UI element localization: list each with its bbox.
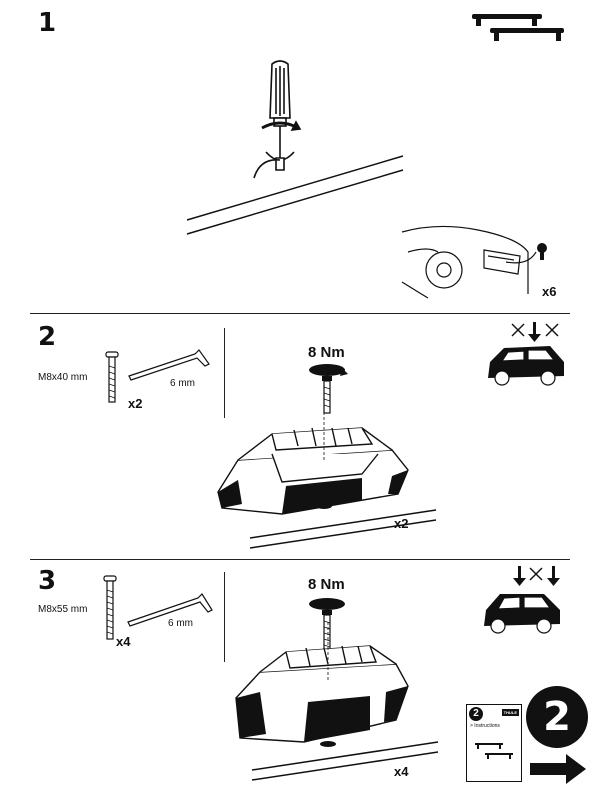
roof-bars-icon	[472, 14, 564, 41]
step-2-parts-qty: x2	[128, 396, 143, 411]
step-3-bolt-label: M8x55 mm	[38, 604, 88, 615]
booklet-bars-icon	[475, 743, 513, 759]
step-2-separator	[224, 328, 225, 418]
next-booklet-big-badge: 2	[526, 686, 588, 748]
screwdriver-icon	[253, 60, 302, 179]
torque-bolt-icon-2	[309, 598, 345, 660]
roof-rail	[186, 155, 404, 235]
divider-step-2	[30, 559, 570, 560]
foot-pack-icon	[217, 412, 409, 515]
step-3-quantity: x4	[394, 764, 409, 779]
car-side-icon	[488, 322, 564, 386]
car-side-icon-2	[484, 566, 560, 634]
step-2-rail	[249, 509, 437, 549]
step-2-torque: 8 Nm	[308, 344, 345, 361]
allen-key-icon	[128, 349, 210, 381]
step-1-number: 1	[38, 8, 57, 38]
next-booklet-number: 2	[473, 708, 479, 719]
allen-key-icon-2	[127, 593, 213, 627]
next-booklet-number-badge: 2	[469, 707, 483, 721]
step-2-number: 2	[38, 322, 57, 352]
car-interior-icon	[401, 225, 547, 299]
step-2-bolt-label: M8x40 mm	[38, 372, 88, 383]
step-1-quantity: x6	[542, 284, 557, 299]
torque-bolt-icon	[309, 364, 348, 414]
step-3-parts-qty: x4	[116, 634, 131, 649]
step-3-torque: 8 Nm	[308, 576, 345, 593]
bolt-icon	[105, 351, 119, 403]
next-booklet-title: > Instructions	[470, 723, 500, 729]
step-3-wrench-label: 6 mm	[168, 618, 193, 629]
step-3-separator	[224, 572, 225, 662]
divider-step-1	[30, 313, 570, 314]
step-2-wrench-label: 6 mm	[170, 378, 195, 389]
step-3-number: 3	[38, 566, 57, 596]
foot-pack-icon-2	[235, 622, 409, 747]
arrow-right-icon[interactable]	[530, 754, 586, 784]
next-booklet-brand: THULE	[501, 709, 519, 716]
next-booklet-big-number: 2	[543, 694, 571, 740]
bolt-long-icon	[103, 575, 117, 640]
step-2-quantity: x2	[394, 516, 409, 531]
next-booklet-thumbnail: 2 THULE > Instructions	[466, 704, 522, 782]
step-3-rail	[251, 741, 439, 781]
